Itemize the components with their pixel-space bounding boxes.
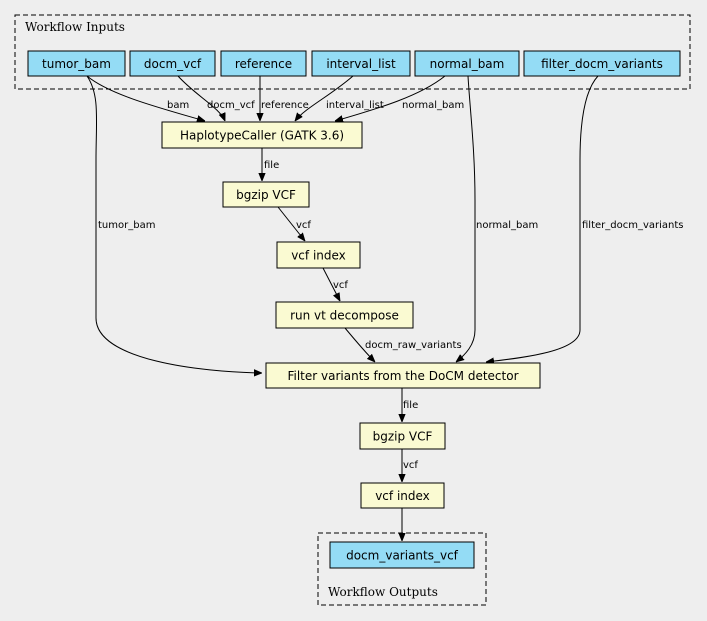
- edge-label-normal-bam-filter: normal_bam: [476, 220, 538, 231]
- edge-docm-vcf-to-haplotypecaller: [177, 75, 225, 121]
- step-node-vt-decompose[interactable]: run vt decompose: [275, 301, 414, 329]
- edge-label-docm-vcf: docm_vcf: [207, 100, 255, 111]
- edge-bgzip-to-vcf-index: [277, 206, 305, 241]
- edge-tumor-bam-to-filter: [86, 75, 262, 373]
- edges: [86, 75, 599, 541]
- edge-label-file-1: file: [264, 160, 279, 171]
- input-node-reference[interactable]: reference: [220, 50, 307, 77]
- output-node-docm-variants-vcf-label: docm_variants_vcf: [346, 549, 459, 563]
- edge-label-vcf-3: vcf: [403, 460, 418, 471]
- input-node-normal-bam[interactable]: normal_bam: [414, 50, 520, 77]
- edge-vt-decompose-to-filter: [344, 327, 375, 362]
- step-node-filter-docm[interactable]: Filter variants from the DoCM detector: [265, 362, 541, 389]
- input-node-filter-docm-variants[interactable]: filter_docm_variants: [523, 50, 681, 77]
- input-node-reference-label: reference: [235, 57, 292, 71]
- input-node-interval-list-label: interval_list: [326, 57, 396, 71]
- edge-label-normal-bam-hc: normal_bam: [402, 100, 464, 111]
- input-node-docm-vcf-label: docm_vcf: [144, 57, 202, 71]
- step-node-vcf-index-1[interactable]: vcf index: [276, 241, 361, 269]
- step-node-vcf-index-2[interactable]: vcf index: [360, 482, 445, 509]
- edge-label-docm-raw-variants: docm_raw_variants: [365, 340, 462, 351]
- input-node-tumor-bam[interactable]: tumor_bam: [27, 50, 126, 77]
- step-node-bgzip-vcf-1[interactable]: bgzip VCF: [222, 181, 310, 208]
- step-node-vcf-index-2-label: vcf index: [375, 489, 430, 503]
- edge-label-bam: bam: [167, 100, 189, 111]
- edge-labels: bam docm_vcf reference interval_list nor…: [98, 100, 684, 471]
- input-node-normal-bam-label: normal_bam: [430, 57, 505, 71]
- step-node-vt-decompose-label: run vt decompose: [290, 309, 399, 323]
- step-node-haplotypecaller[interactable]: HaplotypeCaller (GATK 3.6): [161, 121, 363, 149]
- edge-label-file-2: file: [403, 400, 418, 411]
- input-node-filter-docm-variants-label: filter_docm_variants: [541, 57, 663, 71]
- step-node-filter-docm-label: Filter variants from the DoCM detector: [287, 369, 518, 383]
- edge-filter-docm-variants-to-filter: [486, 75, 599, 362]
- edge-label-reference: reference: [261, 100, 309, 111]
- step-node-vcf-index-1-label: vcf index: [291, 249, 346, 263]
- edge-label-interval-list: interval_list: [326, 100, 384, 111]
- step-node-bgzip-vcf-1-label: bgzip VCF: [236, 188, 296, 202]
- workflow-inputs-label: Workflow Inputs: [25, 20, 125, 34]
- edge-label-vcf-2: vcf: [333, 280, 348, 291]
- workflow-inputs-cluster: [14, 14, 691, 90]
- step-node-bgzip-vcf-2[interactable]: bgzip VCF: [359, 422, 446, 450]
- edge-label-filter-docm-variants: filter_docm_variants: [582, 220, 684, 231]
- step-node-haplotypecaller-label: HaplotypeCaller (GATK 3.6): [180, 129, 344, 143]
- edge-interval-list-to-haplotypecaller: [295, 75, 354, 121]
- edge-vcf-index-to-vt-decompose: [322, 267, 340, 301]
- workflow-outputs-label: Workflow Outputs: [328, 585, 438, 599]
- edge-label-tumor-bam: tumor_bam: [98, 220, 155, 231]
- edge-normal-bam-to-filter: [456, 75, 476, 362]
- input-node-tumor-bam-label: tumor_bam: [42, 57, 111, 71]
- edge-label-vcf-1: vcf: [296, 220, 311, 231]
- step-node-bgzip-vcf-2-label: bgzip VCF: [373, 430, 433, 444]
- input-node-docm-vcf[interactable]: docm_vcf: [129, 50, 216, 77]
- edge-tumor-bam-to-haplotypecaller: [86, 75, 205, 121]
- edge-normal-bam-to-haplotypecaller: [335, 75, 446, 121]
- input-node-interval-list[interactable]: interval_list: [311, 50, 411, 77]
- output-node-docm-variants-vcf[interactable]: docm_variants_vcf: [329, 541, 475, 569]
